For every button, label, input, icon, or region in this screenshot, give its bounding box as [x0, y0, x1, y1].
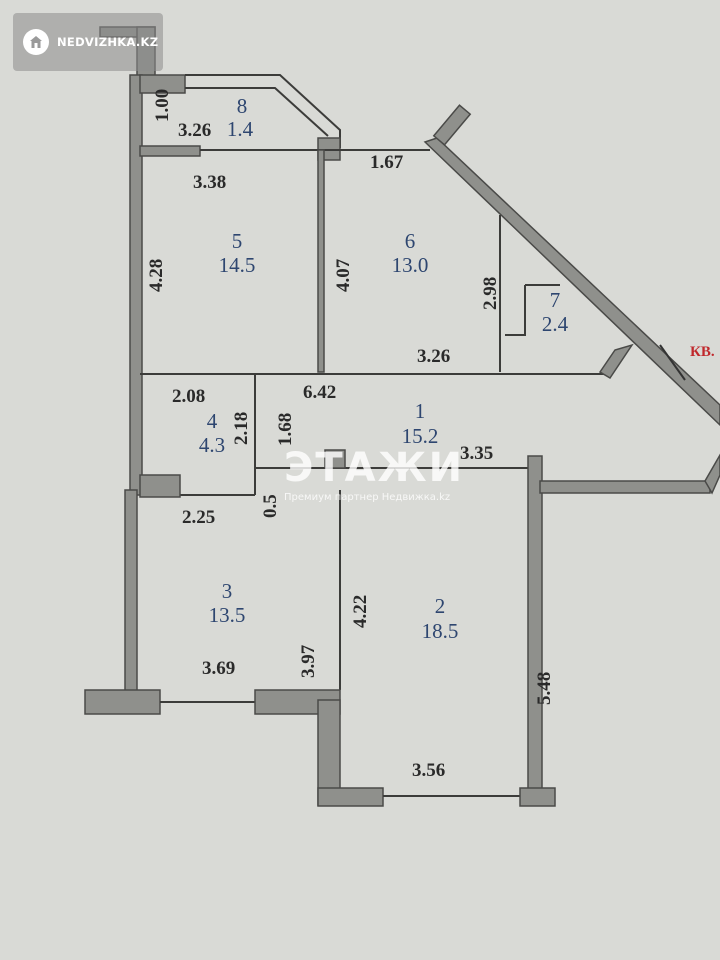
- room-6-number: 6: [405, 229, 416, 253]
- room-2-number: 2: [435, 594, 446, 618]
- house-icon: [23, 29, 49, 55]
- nedvizhka-watermark-badge: NEDVIZHKA.KZ: [13, 13, 163, 71]
- dim-1-68: 1.68: [275, 413, 296, 446]
- dim-2-98: 2.98: [480, 277, 501, 310]
- room-4-number: 4: [207, 409, 218, 433]
- room-3-area: 13.5: [209, 603, 246, 627]
- dim-3-97: 3.97: [298, 644, 319, 678]
- dim-1-67: 1.67: [370, 152, 404, 173]
- dim-4-28: 4.28: [146, 259, 167, 292]
- dim-2-08: 2.08: [172, 386, 205, 407]
- dim-2-25: 2.25: [182, 507, 215, 528]
- dim-3-26-top: 3.26: [178, 120, 211, 141]
- dim-5-48: 5.48: [534, 672, 555, 705]
- dimension-labels: 1.00 3.26 3.38 1.67 4.28 4.07 2.98 3.26 …: [146, 89, 555, 781]
- dim-3-56: 3.56: [412, 760, 445, 781]
- room-8-number: 8: [237, 94, 248, 118]
- dim-2-18: 2.18: [231, 412, 252, 445]
- room-7-area: 2.4: [542, 312, 569, 336]
- etazhi-watermark: ЭТАЖИ Премиум партнер Недвижка.kz: [284, 448, 464, 503]
- dim-1-00: 1.00: [152, 89, 173, 122]
- room-6-area: 13.0: [392, 253, 429, 277]
- dim-4-22: 4.22: [350, 595, 371, 628]
- dim-4-07: 4.07: [333, 258, 354, 292]
- room-2-area: 18.5: [422, 619, 459, 643]
- entrance-marker: КВ.: [659, 344, 715, 381]
- room-1-area: 15.2: [402, 424, 439, 448]
- room-8-area: 1.4: [227, 117, 254, 141]
- room-3-number: 3: [222, 579, 233, 603]
- walls: [84, 26, 720, 807]
- room-4-area: 4.3: [199, 433, 225, 457]
- dim-0-5: 0.5: [260, 494, 281, 518]
- badge-text: NEDVIZHKA.KZ: [57, 35, 159, 49]
- room-1-number: 1: [415, 399, 426, 423]
- entrance-label: КВ.: [690, 344, 715, 360]
- watermark-title: ЭТАЖИ: [284, 445, 465, 491]
- room-5-area: 14.5: [219, 253, 256, 277]
- dim-3-26-mid: 3.26: [417, 346, 450, 367]
- room-labels: 8 1.4 5 14.5 6 13.0 7 2.4 4 4.3 1 15.2 3…: [199, 94, 569, 643]
- watermark-subtitle: Премиум партнер Недвижка.kz: [284, 492, 451, 503]
- dim-6-42: 6.42: [303, 382, 336, 403]
- room-5-number: 5: [232, 229, 243, 253]
- dim-3-69: 3.69: [202, 658, 235, 679]
- dim-3-35: 3.35: [460, 443, 493, 464]
- room-7-number: 7: [550, 288, 561, 312]
- dim-3-38: 3.38: [193, 172, 226, 193]
